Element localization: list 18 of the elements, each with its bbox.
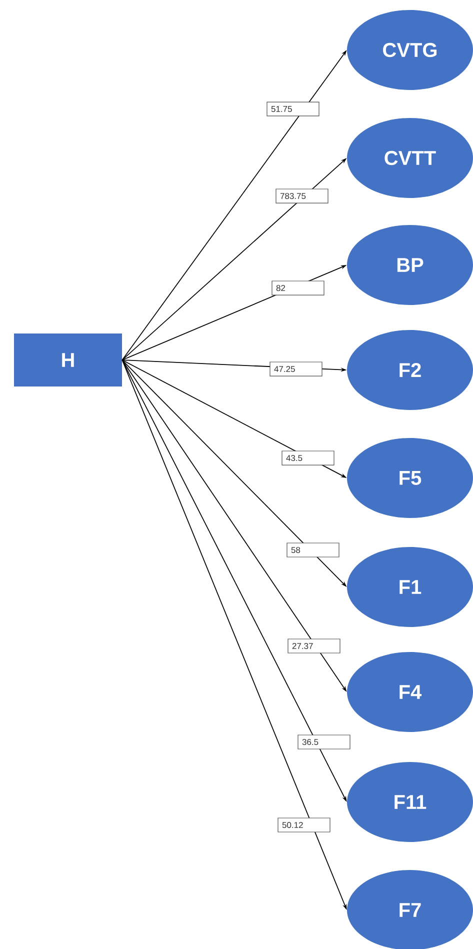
ellipse-node: F4 [347,652,473,732]
edge-label: 36.5 [298,734,350,750]
ellipse-node: F11 [347,762,473,842]
ellipse-node: CVTG [347,10,473,90]
edge-label: 47.25 [270,362,322,376]
ellipse-node: F5 [347,438,473,518]
edge-label: 58 [286,542,340,558]
edge-label: 51.75 [266,102,320,116]
edge-label: 783.75 [276,188,328,204]
ellipse-node: F1 [347,547,473,627]
edge-label: 50.12 [278,818,330,832]
edge-label: 27.37 [288,638,340,654]
process-box: H [14,334,122,386]
edge-label: 43.5 [282,450,334,466]
ellipse-node: F2 [347,330,473,410]
ellipse-node: BP [347,225,473,305]
ellipse-node: CVTT [347,118,473,198]
edge-label: 82 [272,280,324,296]
